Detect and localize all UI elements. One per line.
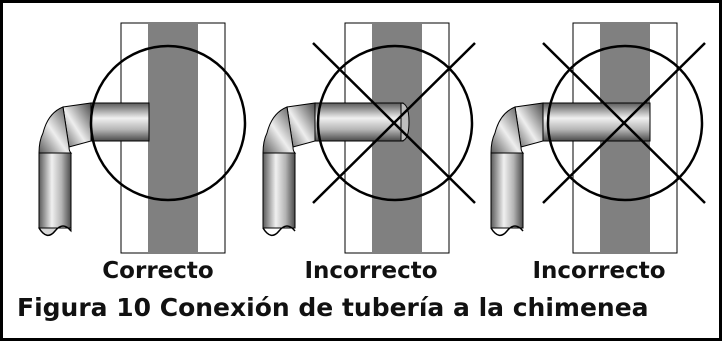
chimney-flue xyxy=(148,23,198,253)
highlight-circle xyxy=(316,44,474,202)
flue-pipe xyxy=(38,102,150,237)
chimney-connection-diagram xyxy=(38,22,706,254)
cross-mark-line xyxy=(312,42,476,204)
flue-pipe xyxy=(490,102,651,237)
flue-pipe xyxy=(262,102,410,237)
highlight-circle xyxy=(89,44,247,202)
panel-incorrect-2 xyxy=(490,22,706,254)
figure-caption: Figura 10 Conexión de tubería a la chime… xyxy=(17,293,649,322)
cross-mark-line xyxy=(542,42,706,204)
panel-label-incorrect-1: Incorrecto xyxy=(304,258,438,284)
panel-label-correct: Correcto xyxy=(102,258,214,284)
panel-label-incorrect-2: Incorrecto xyxy=(532,258,666,284)
panel-correct xyxy=(38,22,247,254)
panel-incorrect-1 xyxy=(262,22,476,254)
highlight-circle xyxy=(546,44,704,202)
